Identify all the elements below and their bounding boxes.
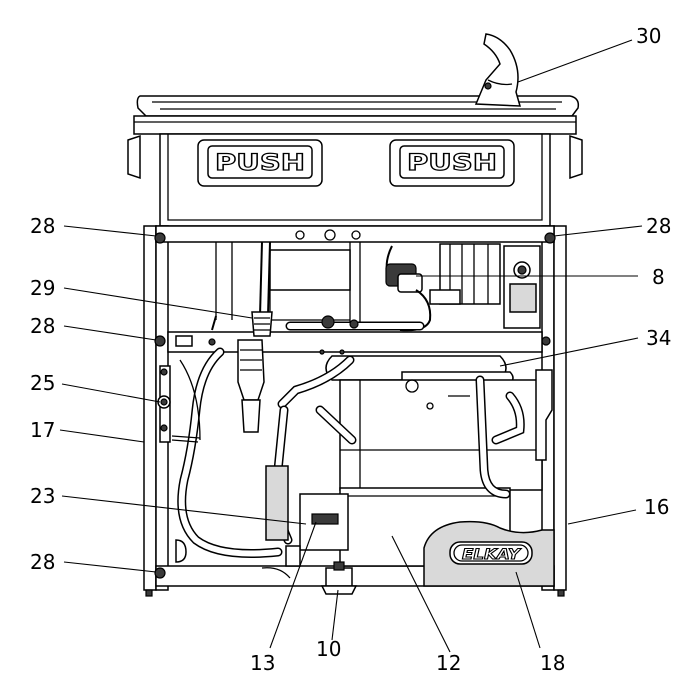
- callout-29: 29: [30, 276, 55, 300]
- callout-28-top-left: 28: [30, 214, 55, 238]
- callout-18: 18: [540, 651, 565, 675]
- callout-13: 13: [250, 651, 275, 675]
- lower-left-parts: [175, 539, 301, 579]
- callout-16: 16: [644, 495, 669, 519]
- callout-30: 30: [636, 24, 661, 48]
- brand-plate-label: ELKAY: [462, 547, 522, 563]
- callout-25: 25: [30, 371, 55, 395]
- push-button-left-label: PUSH: [215, 151, 305, 176]
- callout-23: 23: [30, 484, 55, 508]
- cabinet-frame: [143, 225, 567, 597]
- basin-assembly: [133, 95, 580, 135]
- callout-28-bottom-left: 28: [30, 550, 55, 574]
- cross-bracket: [167, 315, 543, 355]
- tubing: [171, 347, 525, 558]
- callout-10: 10: [316, 637, 341, 661]
- callout-17: 17: [30, 418, 55, 442]
- drain-fitting: [320, 561, 358, 595]
- callout-28-middle-left: 28: [30, 314, 55, 338]
- valve-assembly: [385, 245, 461, 332]
- side-fitting: [157, 365, 171, 443]
- callout-34: 34: [646, 326, 671, 350]
- upper-mechanics: [215, 229, 541, 330]
- leader-lines: [59, 39, 643, 653]
- push-button-right: PUSH: [389, 139, 515, 187]
- callout-labels: 30 28 28 8 29 28 34 25 17 23 16 28 13 10…: [30, 24, 671, 675]
- brand-plate: ELKAY: [423, 520, 555, 587]
- push-button-right-label: PUSH: [407, 151, 497, 176]
- callout-28-top-right: 28: [646, 214, 671, 238]
- bubbler: [474, 33, 522, 107]
- callout-8: 8: [652, 265, 665, 289]
- inlet-fitting: [211, 311, 273, 433]
- callout-12: 12: [436, 651, 461, 675]
- push-button-left: PUSH: [197, 139, 323, 187]
